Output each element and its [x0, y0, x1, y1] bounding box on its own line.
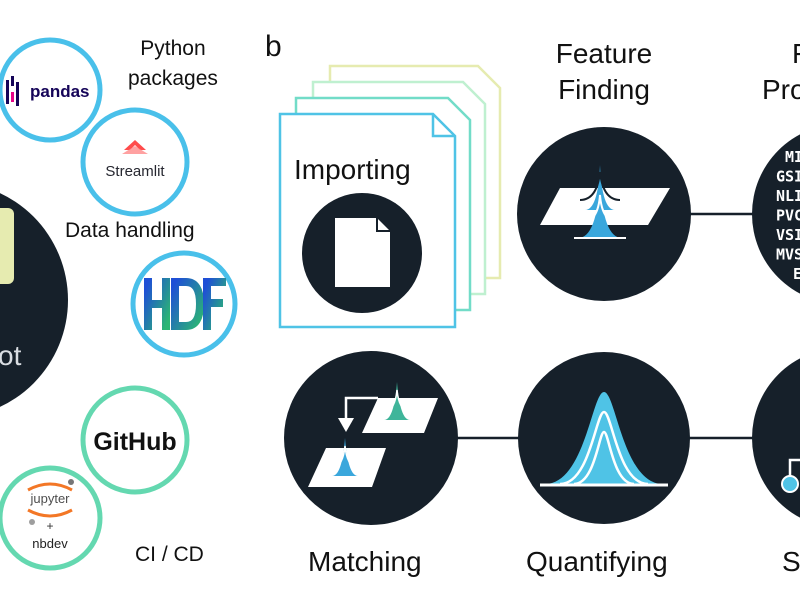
matching-label: Matching — [308, 546, 422, 577]
logo-tile-icon — [0, 208, 14, 284]
tree-branch-icon — [788, 458, 800, 482]
partial-step-line-2: Pro — [762, 74, 800, 105]
algorithm-item: NLI — [776, 187, 800, 205]
feature-finding-label: Feature Finding — [548, 36, 660, 108]
importing-label: Importing — [294, 154, 411, 185]
partial-step-label-bottom-right: S — [782, 546, 800, 577]
python-packages-line-1: Python — [140, 37, 206, 60]
core-tool-partial-label: ot — [0, 340, 22, 371]
github-logo-text: GitHub — [93, 428, 176, 456]
jupyter-logo-text: jupyter — [29, 491, 70, 506]
feature-finding-circle — [517, 127, 691, 301]
python-packages-label: Python packages — [128, 34, 218, 94]
pandas-badge: pandas — [0, 37, 103, 143]
jupyter-arc-top-icon — [27, 482, 73, 492]
file-icon — [335, 218, 390, 287]
algorithm-item: MVS — [776, 246, 800, 264]
svg-text:+: + — [46, 519, 53, 533]
feature-peaks-icon — [574, 165, 626, 239]
streamlit-badge: Streamlit — [80, 107, 190, 217]
hdf-logo-icon — [144, 278, 226, 330]
importing-icon-circle — [302, 193, 422, 313]
jupyter-nbdev-badge: jupyter + nbdev — [0, 465, 103, 571]
matching-circle — [284, 351, 458, 525]
cicd-label: CI / CD — [135, 543, 204, 566]
algorithm-item: PVC — [776, 207, 800, 225]
data-handling-label: Data handling — [65, 219, 195, 242]
gaussian-peak-icon — [540, 392, 668, 487]
algorithm-item: MI — [785, 148, 800, 166]
left-panel: ot pandas Streamlit — [0, 37, 238, 571]
quantifying-circle — [518, 352, 690, 524]
algorithm-item: VSI — [776, 226, 800, 244]
github-badge: GitHub — [80, 385, 190, 495]
python-packages-line-2: packages — [128, 67, 218, 90]
green-peak-icon — [384, 382, 410, 420]
hdf-badge — [130, 250, 238, 358]
quantifying-label: Quantifying — [526, 546, 668, 577]
feature-finding-line-1: Feature — [555, 38, 653, 69]
partial-step-line-1: F — [762, 36, 800, 72]
algorithm-item: GSI — [776, 168, 800, 186]
connector-lines — [455, 212, 760, 440]
feature-finding-line-2: Finding — [558, 74, 650, 105]
panel-letter-b: b — [265, 30, 282, 63]
streamlit-logo-text: Streamlit — [105, 163, 165, 180]
partial-step-label-top-right: F Pro — [762, 36, 800, 108]
match-arrow-icon — [344, 396, 378, 420]
streamlit-crown-icon — [124, 140, 146, 150]
blue-peak-icon — [332, 438, 358, 476]
nbdev-logo-text: nbdev — [32, 536, 68, 551]
pandas-logo-text: pandas — [30, 82, 90, 101]
core-tool-circle: ot — [0, 193, 68, 407]
algorithm-item: E — [793, 265, 800, 283]
jupyter-arc-bottom-icon — [27, 508, 73, 518]
statistics-circle — [752, 358, 800, 518]
